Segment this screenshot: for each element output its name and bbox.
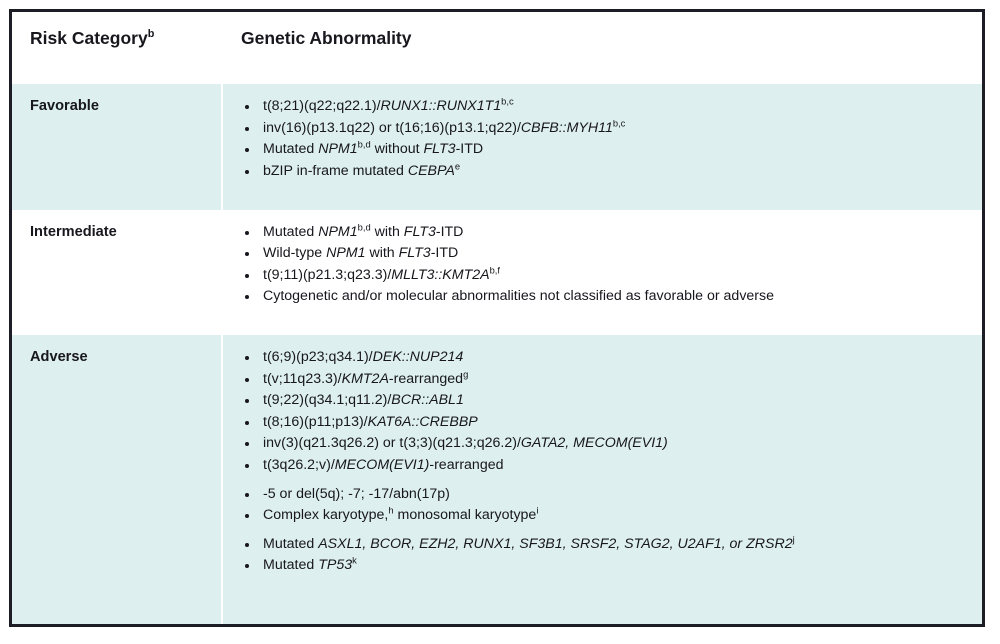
column-header-risk-category-footnote: b xyxy=(147,28,155,41)
item-middle: with xyxy=(370,223,404,240)
item-suffix: -ITD xyxy=(455,141,484,158)
list-item: t(9;11)(p21.3;q23.3)/MLLT3::KMT2Ab,f xyxy=(223,265,972,287)
risk-stratification-table: Risk Categoryb Genetic Abnormality Favor… xyxy=(9,9,985,627)
gene-name: TP53 xyxy=(318,557,353,574)
item-prefix: t(6;9)(p23;q34.1)/ xyxy=(263,349,373,366)
gene-name: CEBPA xyxy=(407,162,455,179)
abnormality-list: t(8;21)(q22;q22.1)/RUNX1::RUNX1T1b,c inv… xyxy=(223,96,972,182)
genetic-abnormality-cell: t(6;9)(p23;q34.1)/DEK::NUP214 t(v;11q23.… xyxy=(221,335,982,624)
item-prefix: Mutated xyxy=(263,535,319,552)
table-row-intermediate: Intermediate Mutated NPM1b,d with FLT3-I… xyxy=(12,209,982,336)
column-header-risk-category-label: Risk Category xyxy=(30,28,148,48)
risk-category-cell: Favorable xyxy=(12,84,222,210)
list-item: Mutated NPM1b,d without FLT3-ITD xyxy=(223,139,972,161)
item-middle: with xyxy=(365,245,399,262)
list-item: Mutated NPM1b,d with FLT3-ITD xyxy=(223,222,972,244)
item-prefix: Mutated xyxy=(263,223,319,240)
list-item: t(v;11q23.3)/KMT2A-rearrangedg xyxy=(223,369,972,391)
footnote-marker: h xyxy=(388,505,394,516)
item-prefix: -5 or del(5q); -7; -17/abn(17p) xyxy=(263,485,450,502)
risk-category-cell: Intermediate xyxy=(12,209,222,336)
item-prefix: Cytogenetic and/or molecular abnormaliti… xyxy=(263,288,775,305)
item-prefix: inv(16)(p13.1q22) or t(16;16)(p13.1;q22)… xyxy=(263,119,521,136)
genetic-abnormality-cell: Mutated NPM1b,d with FLT3-ITD Wild-type … xyxy=(221,209,982,336)
item-middle: without xyxy=(370,141,424,158)
gene-name: GATA2, MECOM(EVI1) xyxy=(520,435,668,452)
list-item: inv(3)(q21.3q26.2) or t(3;3)(q21.3;q26.2… xyxy=(223,433,972,455)
gene-name: DEK::NUP214 xyxy=(372,349,464,366)
gene-name: RUNX1::RUNX1T1 xyxy=(380,98,502,114)
gene-name: MLLT3::KMT2A xyxy=(391,266,490,283)
list-item: t(8;16)(p11;p13)/KAT6A::CREBBP xyxy=(223,412,972,434)
list-item: inv(16)(p13.1q22) or t(16;16)(p13.1;q22)… xyxy=(223,118,972,140)
gene-name: KAT6A::CREBBP xyxy=(367,413,478,430)
list-item: t(3q26.2;v)/MECOM(EVI1)-rearranged xyxy=(223,455,972,477)
item-prefix: Mutated xyxy=(263,141,319,158)
item-suffix: -rearranged xyxy=(429,457,504,474)
item-prefix: Wild-type xyxy=(263,245,327,262)
column-header-genetic-abnormality: Genetic Abnormality xyxy=(221,12,982,84)
item-prefix: Mutated xyxy=(263,557,319,574)
item-prefix: t(9;11)(p21.3;q23.3)/ xyxy=(263,266,392,283)
list-item: Mutated TP53k xyxy=(223,555,972,577)
table-row-favorable: Favorable t(8;21)(q22;q22.1)/RUNX1::RUNX… xyxy=(12,84,982,210)
gene-name: NPM1 xyxy=(318,141,358,158)
gene-name: KMT2A xyxy=(341,370,389,387)
item-prefix: Complex karyotype, xyxy=(263,507,389,524)
item-prefix: t(3q26.2;v)/ xyxy=(263,457,335,474)
item-prefix: t(9;22)(q34.1;q11.2)/ xyxy=(263,392,392,409)
column-header-risk-category: Risk Categoryb xyxy=(12,12,222,84)
abnormality-list: Mutated NPM1b,d with FLT3-ITD Wild-type … xyxy=(223,222,972,308)
table: Risk Categoryb Genetic Abnormality Favor… xyxy=(12,12,982,624)
gene-name: BCR::ABL1 xyxy=(391,392,464,409)
list-item: t(6;9)(p23;q34.1)/DEK::NUP214 xyxy=(223,347,972,369)
gene-name-2: FLT3 xyxy=(398,245,431,262)
footnote-marker: b,d xyxy=(357,221,371,232)
footnote-marker: b,f xyxy=(489,264,500,275)
risk-category-cell: Adverse xyxy=(12,335,222,624)
footnote-marker: b,c xyxy=(612,117,626,128)
list-item: Cytogenetic and/or molecular abnormaliti… xyxy=(223,286,972,308)
table-row-adverse: Adverse t(6;9)(p23;q34.1)/DEK::NUP214 t(… xyxy=(12,335,982,624)
gene-name: NPM1 xyxy=(318,223,358,240)
item-prefix: t(8;16)(p11;p13)/ xyxy=(263,413,368,430)
gene-name-2: FLT3 xyxy=(403,223,436,240)
list-item: t(9;22)(q34.1;q11.2)/BCR::ABL1 xyxy=(223,390,972,412)
list-item: Complex karyotype,h monosomal karyotypei xyxy=(223,505,972,527)
gene-name: MECOM(EVI1) xyxy=(334,457,430,474)
abnormality-list: t(6;9)(p23;q34.1)/DEK::NUP214 t(v;11q23.… xyxy=(223,347,972,577)
gene-name-2: FLT3 xyxy=(423,141,456,158)
gene-name: CBFB::MYH11 xyxy=(520,119,613,136)
gene-name: ASXL1, BCOR, EZH2, RUNX1, SF3B1, SRSF2, … xyxy=(318,535,793,552)
item-prefix: bZIP in-frame mutated xyxy=(263,162,408,179)
footnote-marker: j xyxy=(792,534,795,545)
footnote-marker: b,c xyxy=(501,96,514,107)
item-suffix: -ITD xyxy=(435,223,464,240)
header-row: Risk Categoryb Genetic Abnormality xyxy=(12,12,982,84)
footnote-marker-2: i xyxy=(536,505,539,516)
gene-name: NPM1 xyxy=(326,245,366,262)
item-prefix: inv(3)(q21.3q26.2) or t(3;3)(q21.3;q26.2… xyxy=(263,435,521,452)
footnote-marker: k xyxy=(352,555,357,566)
footnote-marker: e xyxy=(454,161,461,171)
item-suffix: monosomal karyotype xyxy=(393,507,537,524)
item-suffix: -ITD xyxy=(430,245,459,262)
list-item: t(8;21)(q22;q22.1)/RUNX1::RUNX1T1b,c xyxy=(223,96,972,118)
genetic-abnormality-cell: t(8;21)(q22;q22.1)/RUNX1::RUNX1T1b,c inv… xyxy=(221,84,982,210)
list-item: Mutated ASXL1, BCOR, EZH2, RUNX1, SF3B1,… xyxy=(223,534,972,556)
item-suffix: -rearranged xyxy=(388,370,464,387)
item-prefix: t(8;21)(q22;q22.1)/ xyxy=(263,98,381,114)
list-item: Wild-type NPM1 with FLT3-ITD xyxy=(223,243,972,265)
list-item: -5 or del(5q); -7; -17/abn(17p) xyxy=(223,484,972,506)
item-prefix: t(v;11q23.3)/ xyxy=(263,370,342,387)
footnote-marker: b,d xyxy=(357,139,371,150)
table-header: Risk Categoryb Genetic Abnormality xyxy=(12,12,982,84)
list-item: bZIP in-frame mutated CEBPAe xyxy=(223,161,972,183)
footnote-marker: g xyxy=(463,368,469,379)
table-body: Favorable t(8;21)(q22;q22.1)/RUNX1::RUNX… xyxy=(12,84,982,624)
